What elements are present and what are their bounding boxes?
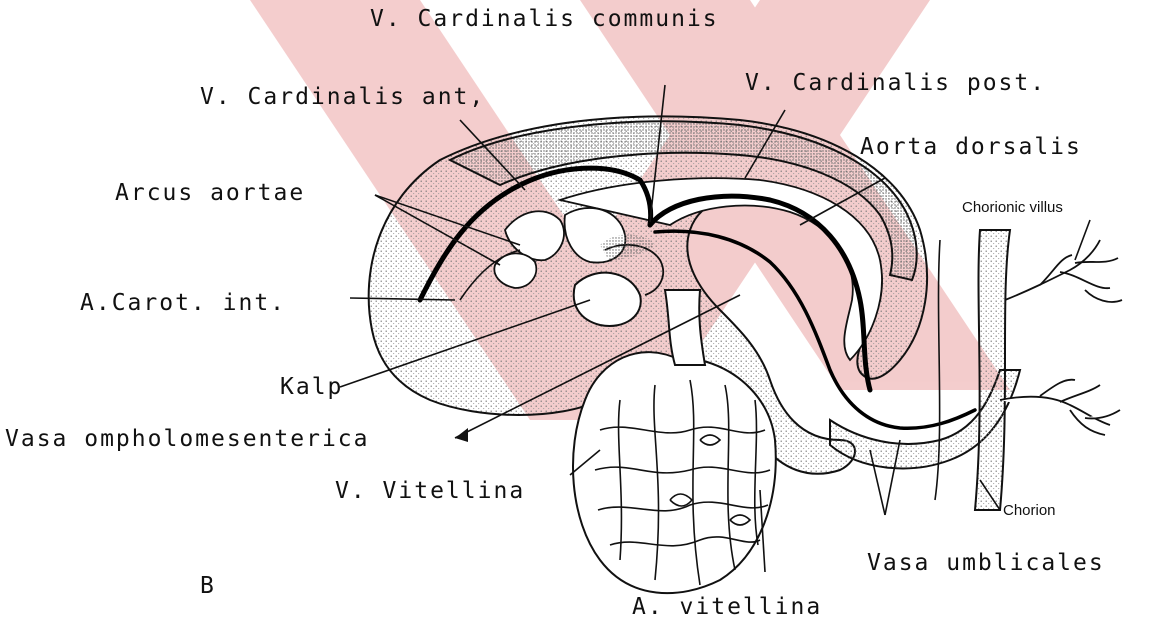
label-vasa-ompholomesenterica: Vasa ompholomesenterica xyxy=(5,428,370,451)
label-chorion: Chorion xyxy=(1003,503,1056,518)
chorion-wall xyxy=(975,230,1010,510)
panel-letter: B xyxy=(200,575,216,598)
label-vasa-umblicales: Vasa umblicales xyxy=(867,552,1105,575)
label-v-cardinalis-post: V. Cardinalis post. xyxy=(745,72,1046,95)
label-a-carot-int: A.Carot. int. xyxy=(80,292,286,315)
arrow-ompholomesenterica xyxy=(455,428,468,442)
label-chorionic-villus: Chorionic villus xyxy=(962,200,1063,215)
label-arcus-aortae: Arcus aortae xyxy=(115,182,305,205)
heart xyxy=(574,273,641,326)
label-a-vitellina: A. vitellina xyxy=(632,596,822,619)
chorionic-villus-lower xyxy=(1000,380,1120,435)
label-v-vitellina: V. Vitellina xyxy=(335,480,525,503)
label-v-cardinalis-ant: V. Cardinalis ant, xyxy=(200,86,485,109)
label-aorta-dorsalis: Aorta dorsalis xyxy=(860,136,1082,159)
chorionic-villus-upper xyxy=(1005,240,1122,302)
label-v-cardinalis-communis: V. Cardinalis communis xyxy=(370,8,719,31)
label-kalp: Kalp xyxy=(280,376,343,399)
